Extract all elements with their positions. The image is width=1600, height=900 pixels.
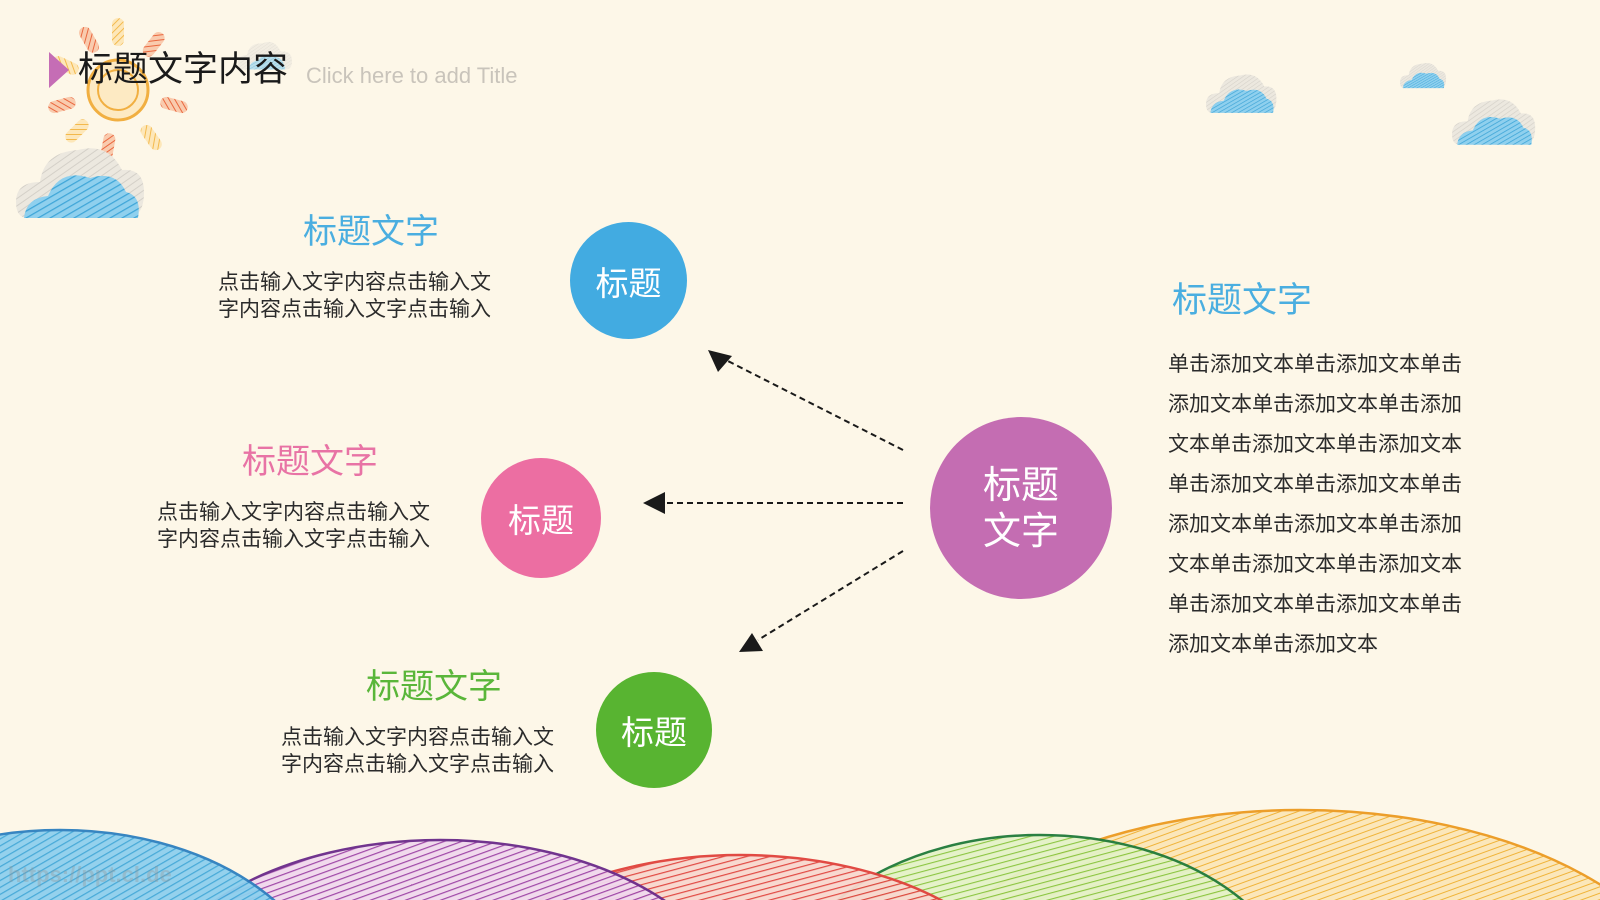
branch-1-body-line: 点击输入文字内容点击输入文 <box>218 270 491 294</box>
page-title[interactable]: 标题文字内容 <box>78 50 289 90</box>
branch-2-body-line: 点击输入文字内容点击输入文 <box>157 500 430 524</box>
right-panel-body-line: 添加文本单击添加文本单击添加 <box>1168 392 1462 416</box>
arrow-to-green-node <box>739 550 904 652</box>
center-node-line-1: 标题 <box>982 463 1059 507</box>
right-panel-body[interactable]: 单击添加文本单击添加文本单击 添加文本单击添加文本单击添加 文本单击添加文本单击… <box>1168 344 1462 664</box>
cloud-icon <box>16 148 144 218</box>
right-panel-body-line: 单击添加文本单击添加文本单击 <box>1168 472 1462 496</box>
branch-2-body[interactable]: 点击输入文字内容点击输入文 字内容点击输入文字点击输入 <box>157 499 430 553</box>
right-panel-body-line: 添加文本单击添加文本 <box>1168 632 1378 656</box>
right-panel-body-line: 单击添加文本单击添加文本单击 <box>1168 592 1462 616</box>
branch-1-node-label: 标题 <box>595 263 662 303</box>
right-panel-body-line: 文本单击添加文本单击添加文本 <box>1168 432 1462 456</box>
hills-decoration <box>0 808 1600 900</box>
arrow-to-blue-node <box>708 350 904 451</box>
cloud-icon <box>1452 99 1536 145</box>
right-panel-title[interactable]: 标题文字 <box>1172 281 1313 321</box>
branch-2-node-label: 标题 <box>508 501 574 540</box>
branch-1-body[interactable]: 点击输入文字内容点击输入文 字内容点击输入文字点击输入 <box>218 269 491 323</box>
right-panel-body-line: 单击添加文本单击添加文本单击 <box>1168 352 1462 376</box>
branch-3-node-label: 标题 <box>621 713 687 752</box>
branch-1-body-line: 字内容点击输入文字点击输入 <box>218 297 491 321</box>
branch-2-body-line: 字内容点击输入文字点击输入 <box>157 527 430 551</box>
arrow-to-pink-node <box>643 492 903 514</box>
branch-3-node[interactable]: 标题 <box>596 672 712 788</box>
branch-1-node[interactable]: 标题 <box>570 222 687 339</box>
center-node[interactable]: 标题 文字 <box>930 417 1112 599</box>
title-marker-icon <box>49 52 69 88</box>
right-panel-body-line: 文本单击添加文本单击添加文本 <box>1168 552 1462 576</box>
page-subtitle-placeholder[interactable]: Click here to add Title <box>306 63 518 88</box>
right-panel-body-line: 添加文本单击添加文本单击添加 <box>1168 512 1462 536</box>
branch-3-body[interactable]: 点击输入文字内容点击输入文 字内容点击输入文字点击输入 <box>281 724 554 778</box>
branch-1-title[interactable]: 标题文字 <box>303 212 439 252</box>
cloud-icon <box>1206 74 1277 113</box>
branch-2-node[interactable]: 标题 <box>481 458 601 578</box>
branch-2-title[interactable]: 标题文字 <box>242 442 378 482</box>
branch-3-title[interactable]: 标题文字 <box>366 667 502 707</box>
branch-3-body-line: 字内容点击输入文字点击输入 <box>281 752 554 776</box>
branch-3-body-line: 点击输入文字内容点击输入文 <box>281 725 554 749</box>
watermark: https://ppt.cl.de <box>8 862 172 887</box>
center-node-line-2: 文字 <box>982 509 1059 553</box>
cloud-icon <box>1400 62 1447 89</box>
